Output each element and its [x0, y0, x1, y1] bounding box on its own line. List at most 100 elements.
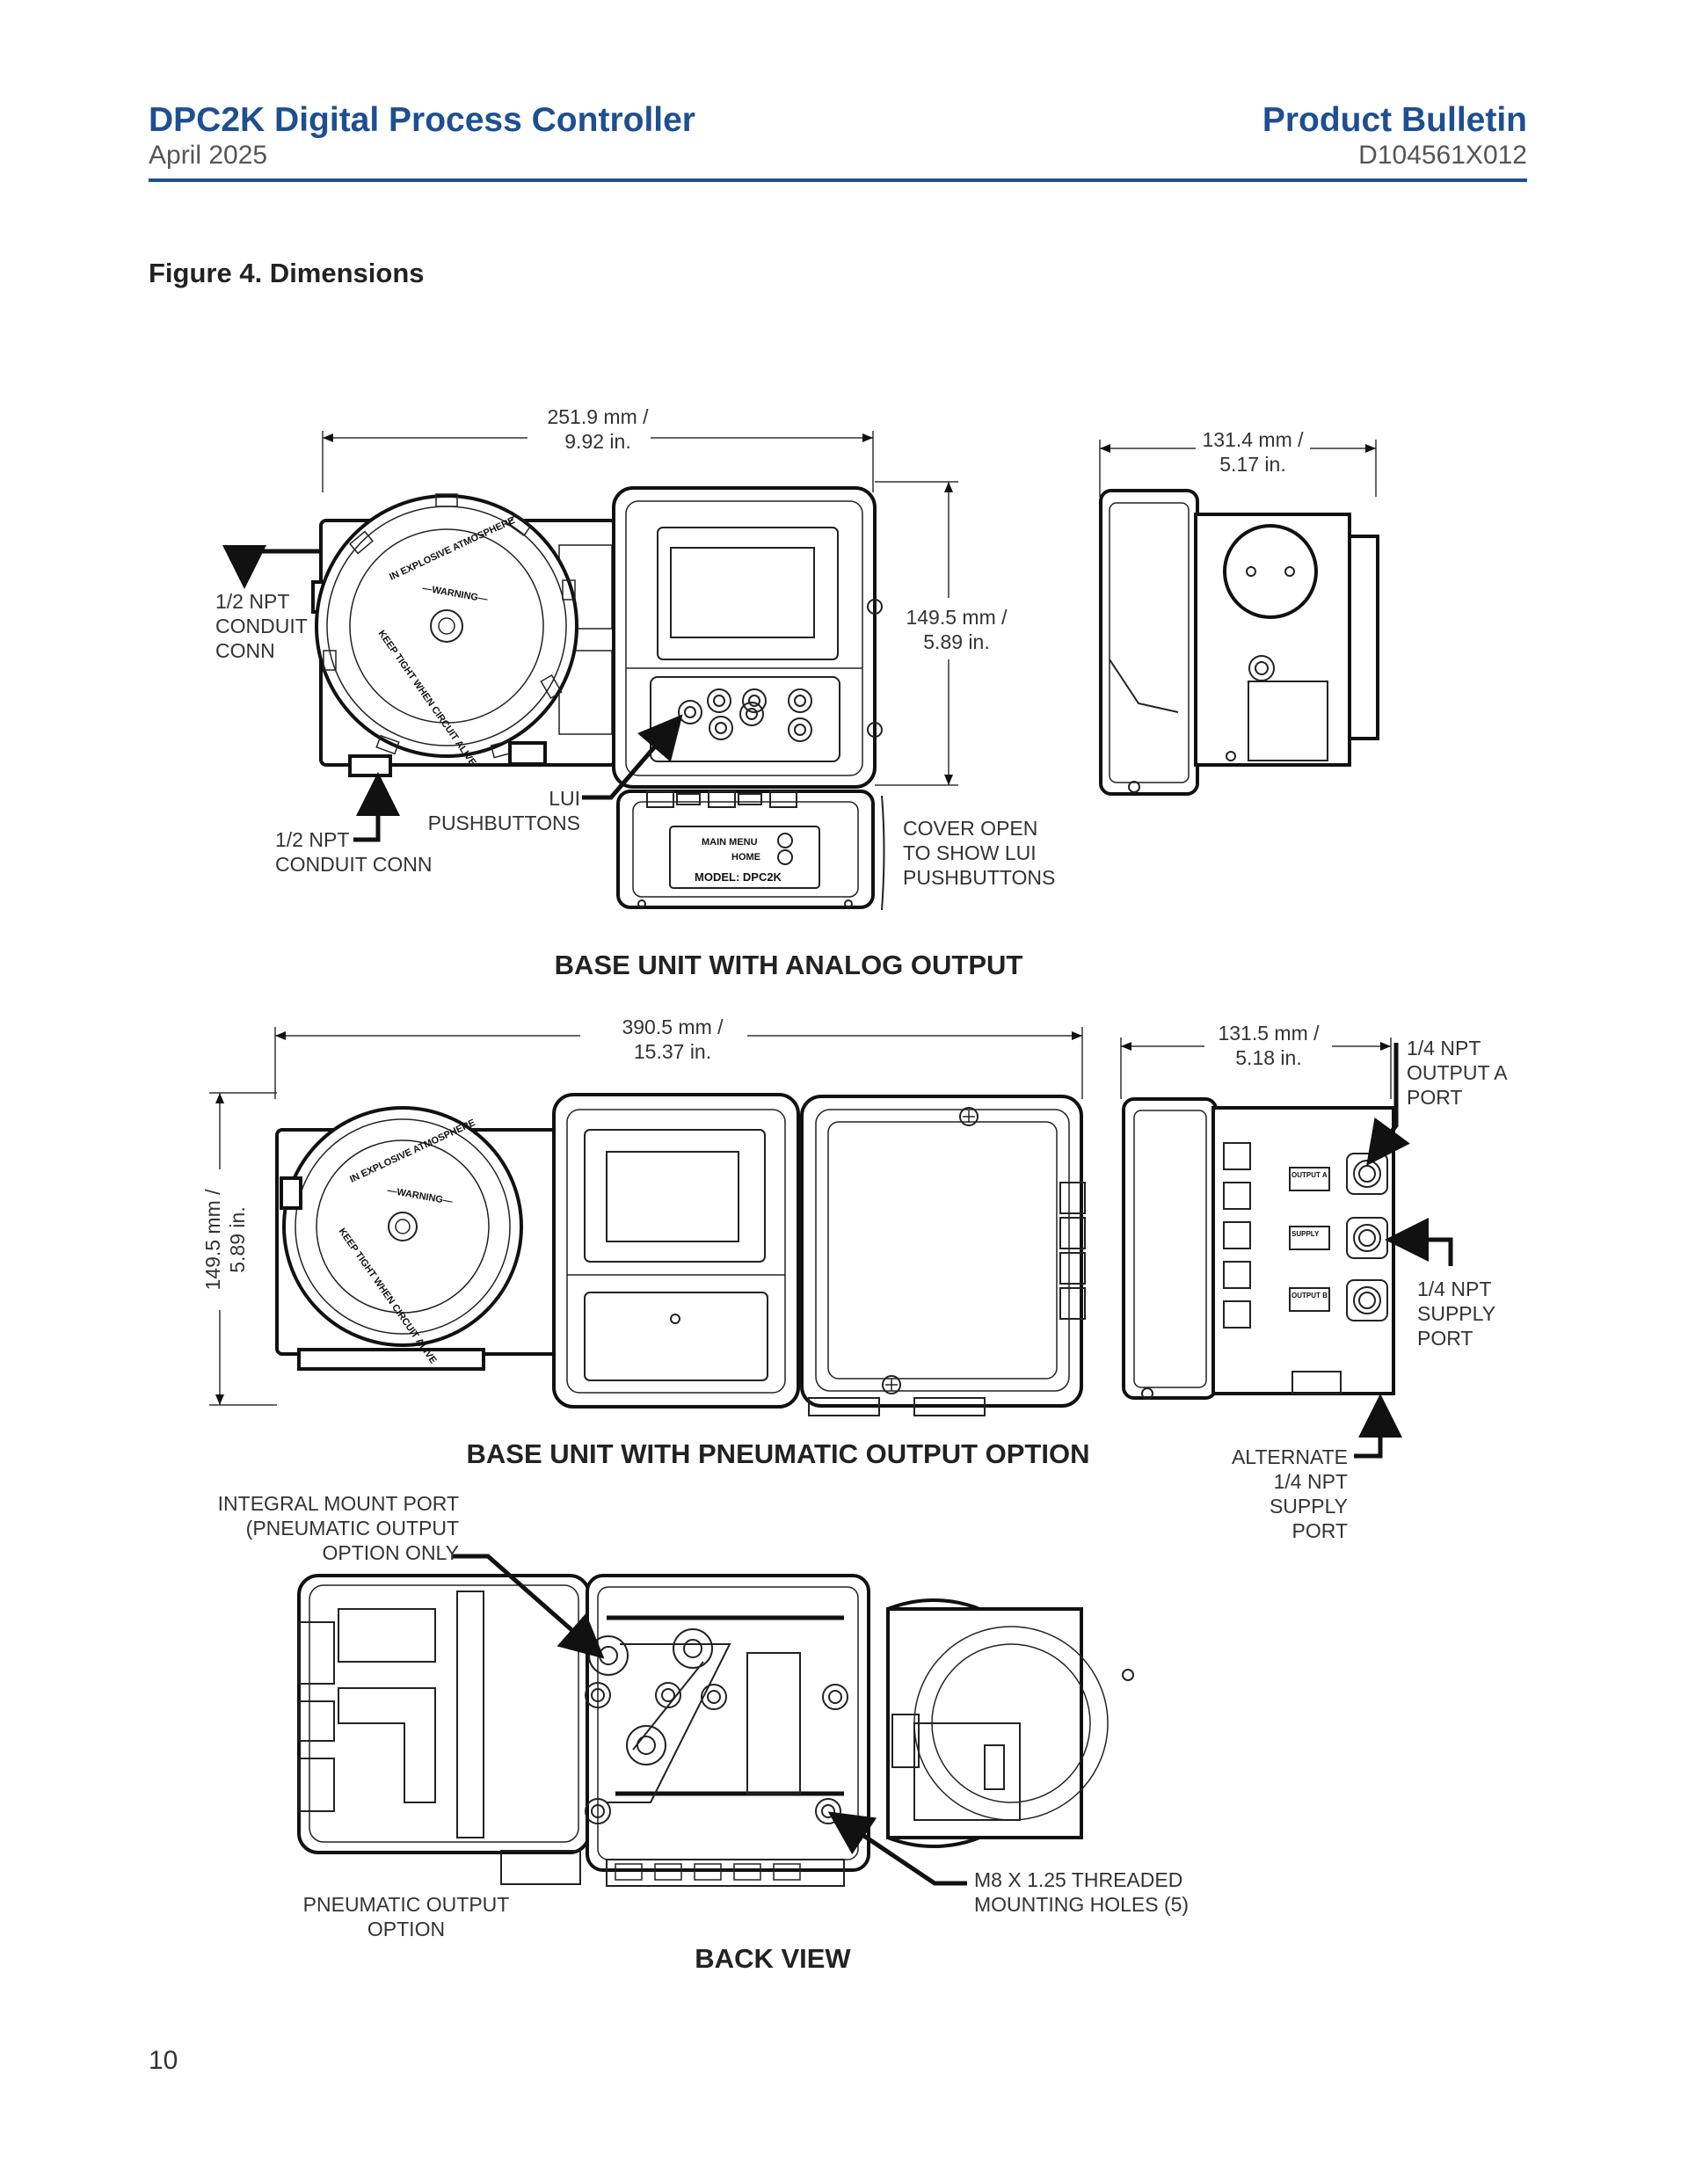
svg-text:1/4 NPT: 1/4 NPT — [1274, 1470, 1348, 1493]
svg-text:ALTERNATE: ALTERNATE — [1232, 1445, 1348, 1468]
svg-text:5.17 in.: 5.17 in. — [1219, 453, 1285, 476]
svg-text:PUSHBUTTONS: PUSHBUTTONS — [428, 812, 580, 834]
analog-depth-dim-line2: 5.17 in. — [1219, 453, 1285, 476]
svg-text:1/4 NPT: 1/4 NPT — [1407, 1037, 1481, 1059]
conduit-bottom-line1: 1/2 NPT — [275, 828, 349, 851]
svg-text:1/2 NPT: 1/2 NPT — [215, 590, 289, 613]
analog-width-dim-line2: 9.92 in. — [564, 430, 630, 453]
pneumatic-width-dim-line1: 390.5 mm / — [622, 1016, 724, 1038]
tag-supply: SUPPLY — [1291, 1230, 1320, 1238]
cover-open-line1: COVER OPEN — [903, 817, 1037, 840]
svg-text:OPTION: OPTION — [367, 1918, 445, 1940]
alternate-line1: ALTERNATE — [1232, 1445, 1348, 1468]
svg-text:9.92 in.: 9.92 in. — [564, 430, 630, 453]
page-number: 10 — [149, 2046, 178, 2075]
svg-text:MOUNTING HOLES (5): MOUNTING HOLES (5) — [974, 1893, 1189, 1916]
pneumatic-side-view: 131.5 mm / 5.18 in. OUTPUT A SUPPLY OUTP… — [1120, 1022, 1508, 1542]
analog-depth-dim-line1: 131.4 mm / — [1202, 428, 1304, 451]
pneumatic-option-line2: OPTION — [367, 1918, 445, 1940]
svg-text:BACK VIEW: BACK VIEW — [695, 1943, 851, 1974]
svg-text:PORT: PORT — [1407, 1086, 1462, 1109]
document-title: DPC2K Digital Process Controller — [149, 101, 695, 139]
output-a-line1: 1/4 NPT — [1407, 1037, 1481, 1059]
svg-text:COVER OPEN: COVER OPEN — [903, 817, 1037, 840]
analog-width-dim-line1: 251.9 mm / — [547, 405, 649, 428]
svg-text:1/4 NPT: 1/4 NPT — [1417, 1278, 1491, 1300]
svg-text:M8 X 1.25 THREADED: M8 X 1.25 THREADED — [974, 1868, 1182, 1891]
svg-text:CONDUIT: CONDUIT — [215, 615, 308, 637]
conduit-top-line2: CONDUIT — [215, 615, 308, 637]
cover-open-line2: TO SHOW LUI — [903, 841, 1037, 864]
svg-text:SUPPLY: SUPPLY — [1417, 1302, 1495, 1325]
svg-text:390.5 mm /: 390.5 mm / — [622, 1016, 724, 1038]
svg-text:PORT: PORT — [1417, 1327, 1473, 1350]
svg-text:149.5 mm /: 149.5 mm / — [906, 606, 1008, 629]
svg-text:149.5 mm /: 149.5 mm / — [201, 1189, 224, 1291]
svg-text:131.4 mm /: 131.4 mm / — [1202, 428, 1304, 451]
header-rule — [149, 178, 1527, 182]
lui-label-line1: LUI — [549, 787, 580, 810]
pneumatic-height-dim-line2: 5.89 in. — [226, 1206, 249, 1272]
svg-text:MODEL: DPC2K: MODEL: DPC2K — [695, 870, 782, 884]
cover-main-menu: MAIN MENU — [702, 837, 758, 848]
analog-side-view: 131.4 mm / 5.17 in. — [1099, 428, 1379, 796]
conduit-bottom-line2: CONDUIT CONN — [275, 853, 432, 876]
document-type: Product Bulletin — [1262, 101, 1527, 139]
output-a-line2: OUTPUT A — [1407, 1061, 1508, 1084]
tag-output-a: OUTPUT A — [1291, 1171, 1328, 1179]
alternate-line3: SUPPLY — [1270, 1495, 1348, 1518]
analog-height-dim-line2: 5.89 in. — [923, 630, 989, 653]
conduit-top-line3: CONN — [215, 639, 275, 662]
back-caption: BACK VIEW — [695, 1943, 851, 1974]
pneumatic-height-dim-line1: 149.5 mm / — [201, 1189, 224, 1291]
svg-text:SUPPLY: SUPPLY — [1270, 1495, 1348, 1518]
svg-text:5.89 in.: 5.89 in. — [226, 1206, 249, 1272]
svg-text:OPTION ONLY: OPTION ONLY — [323, 1541, 460, 1564]
analog-front-view: 251.9 mm / 9.92 in. IN EXPLOSIVE ATMOSPH… — [215, 405, 1055, 911]
conduit-top-line1: 1/2 NPT — [215, 590, 289, 613]
pneumatic-depth-dim-line2: 5.18 in. — [1235, 1046, 1301, 1069]
svg-text:PORT: PORT — [1292, 1519, 1348, 1542]
analog-height-dim-line1: 149.5 mm / — [906, 606, 1008, 629]
supply-line3: PORT — [1417, 1327, 1473, 1350]
pneumatic-depth-dim-line1: 131.5 mm / — [1218, 1022, 1320, 1045]
svg-text:CONDUIT CONN: CONDUIT CONN — [275, 853, 432, 876]
cover-home: HOME — [731, 852, 760, 863]
output-a-line3: PORT — [1407, 1086, 1462, 1109]
cover-open-line3: PUSHBUTTONS — [903, 866, 1055, 889]
supply-line2: SUPPLY — [1417, 1302, 1495, 1325]
document-date: April 2025 — [149, 141, 268, 170]
pneumatic-option-line1: PNEUMATIC OUTPUT — [303, 1893, 510, 1916]
svg-text:15.37 in.: 15.37 in. — [634, 1040, 711, 1063]
pneumatic-caption: BASE UNIT WITH PNEUMATIC OUTPUT OPTION — [467, 1438, 1090, 1469]
document-number: D104561X012 — [1358, 141, 1527, 170]
svg-text:MAIN MENU: MAIN MENU — [702, 837, 758, 848]
svg-text:PNEUMATIC OUTPUT: PNEUMATIC OUTPUT — [303, 1893, 510, 1916]
lui-label-line2: PUSHBUTTONS — [428, 812, 580, 834]
integral-line3: OPTION ONLY — [323, 1541, 460, 1564]
svg-text:HOME: HOME — [731, 852, 760, 863]
mounting-line1: M8 X 1.25 THREADED — [974, 1868, 1182, 1891]
svg-text:SUPPLY: SUPPLY — [1291, 1230, 1320, 1238]
svg-text:131.5 mm /: 131.5 mm / — [1218, 1022, 1320, 1045]
svg-text:OUTPUT B: OUTPUT B — [1291, 1292, 1328, 1299]
alternate-line2: 1/4 NPT — [1274, 1470, 1348, 1493]
svg-text:LUI: LUI — [549, 787, 580, 810]
svg-text:BASE UNIT WITH PNEUMATIC OUTPU: BASE UNIT WITH PNEUMATIC OUTPUT OPTION — [467, 1438, 1090, 1469]
alternate-line4: PORT — [1292, 1519, 1348, 1542]
svg-text:INTEGRAL MOUNT PORT: INTEGRAL MOUNT PORT — [218, 1492, 459, 1515]
svg-text:OUTPUT A: OUTPUT A — [1291, 1171, 1328, 1179]
pneumatic-width-dim-line2: 15.37 in. — [634, 1040, 711, 1063]
svg-text:OUTPUT A: OUTPUT A — [1407, 1061, 1508, 1084]
analog-caption: BASE UNIT WITH ANALOG OUTPUT — [555, 950, 1023, 980]
cover-model: MODEL: DPC2K — [695, 870, 782, 884]
integral-line1: INTEGRAL MOUNT PORT — [218, 1492, 459, 1515]
svg-text:251.9 mm /: 251.9 mm / — [547, 405, 649, 428]
tag-output-b: OUTPUT B — [1291, 1292, 1328, 1299]
supply-line1: 1/4 NPT — [1417, 1278, 1491, 1300]
figure-title: Figure 4. Dimensions — [149, 258, 425, 288]
svg-text:CONN: CONN — [215, 639, 275, 662]
integral-line2: (PNEUMATIC OUTPUT — [246, 1517, 459, 1540]
mounting-line2: MOUNTING HOLES (5) — [974, 1893, 1189, 1916]
pneumatic-front-view: 390.5 mm / 15.37 in. 149.5 mm / 5.89 in.… — [201, 1016, 1086, 1416]
